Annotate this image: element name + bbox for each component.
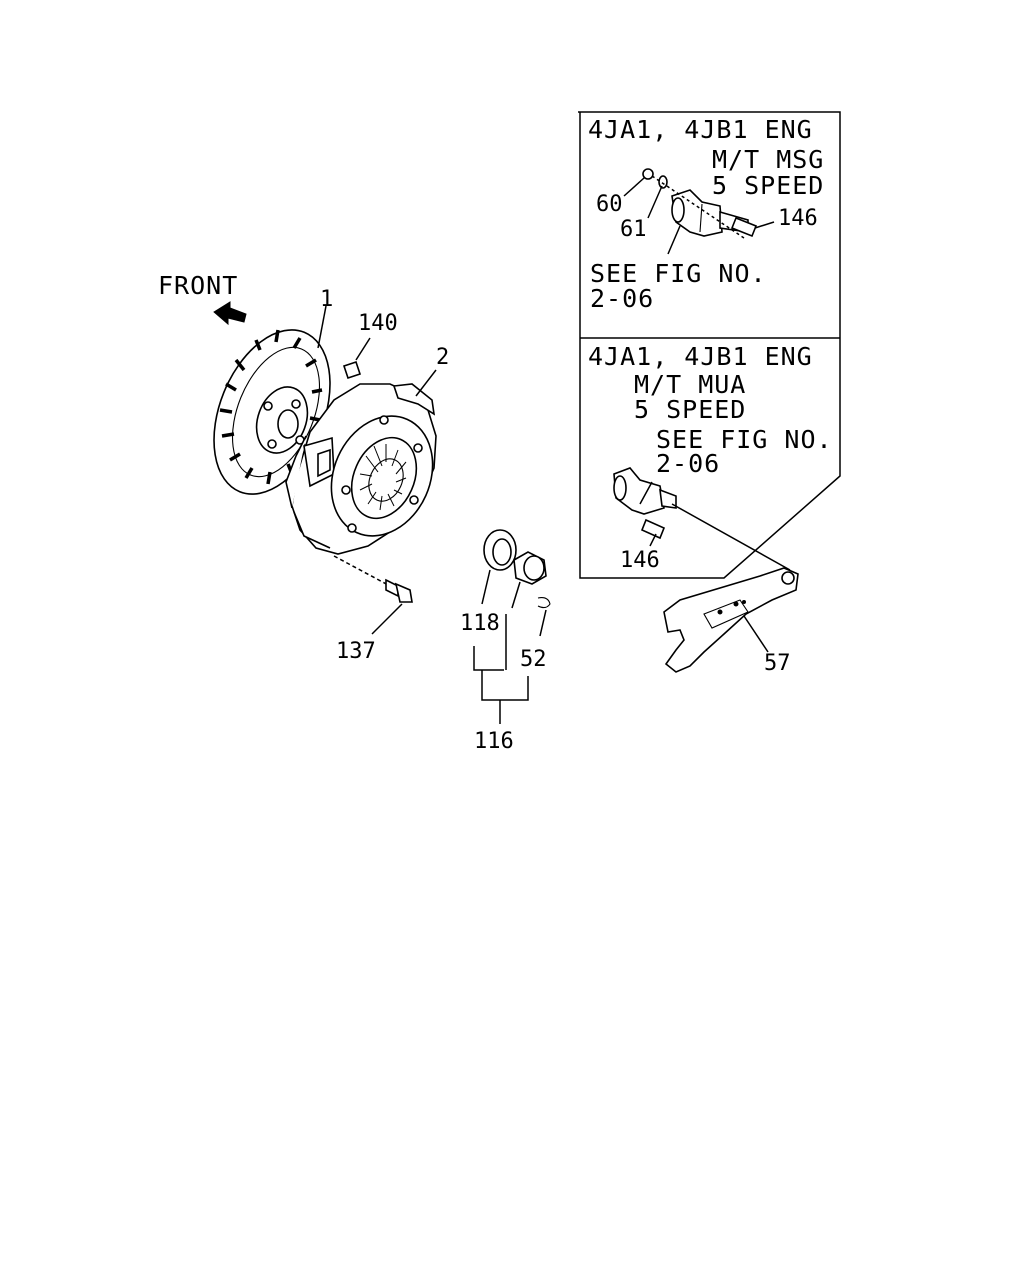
inset-bottom: 4JA1, 4JB1 ENG M/T MUA 5 SPEED SEE FIG N… [588,342,833,573]
slave-cylinder-bottom [613,467,791,571]
callout-146-top: 146 [778,206,818,231]
front-arrow-icon [213,301,247,326]
callout-60: 60 [596,192,623,217]
dowel-pin [342,337,371,380]
front-indicator: FRONT [158,271,247,326]
callout-61: 61 [620,217,647,242]
inset-top-engine: 4JA1, 4JB1 ENG [588,115,813,144]
inset-top: 4JA1, 4JB1 ENG M/T MSG 5 SPEED SEE FIG N… [588,115,824,313]
inset-top-transmission: M/T MSG [712,145,824,174]
callout-1: 1 [320,287,333,312]
inset-bottom-fig-no: 2-06 [656,449,720,478]
callout-116: 116 [474,729,514,754]
release-bearing [481,529,551,637]
inset-top-see-fig: SEE FIG NO. [590,259,767,288]
callout-146-bottom: 146 [620,548,660,573]
bolt [333,555,413,635]
slave-cylinder-top [623,168,775,255]
inset-bottom-see-fig: SEE FIG NO. [656,425,833,454]
inset-bottom-transmission: M/T MUA [634,370,746,399]
inset-panels [578,111,841,579]
pressure-plate [285,369,437,555]
callout-140: 140 [358,311,398,336]
release-fork [663,567,799,673]
assembly-bracket [473,614,529,724]
inset-top-speed: 5 SPEED [712,171,824,200]
callout-52: 52 [520,647,547,672]
inset-top-fig-no: 2-06 [590,284,654,313]
inset-bottom-engine: 4JA1, 4JB1 ENG [588,342,813,371]
callout-137: 137 [336,639,376,664]
callout-118: 118 [460,611,500,636]
inset-bottom-speed: 5 SPEED [634,395,746,424]
front-label: FRONT [158,271,238,300]
callout-2: 2 [436,345,449,370]
callout-57: 57 [764,651,791,676]
